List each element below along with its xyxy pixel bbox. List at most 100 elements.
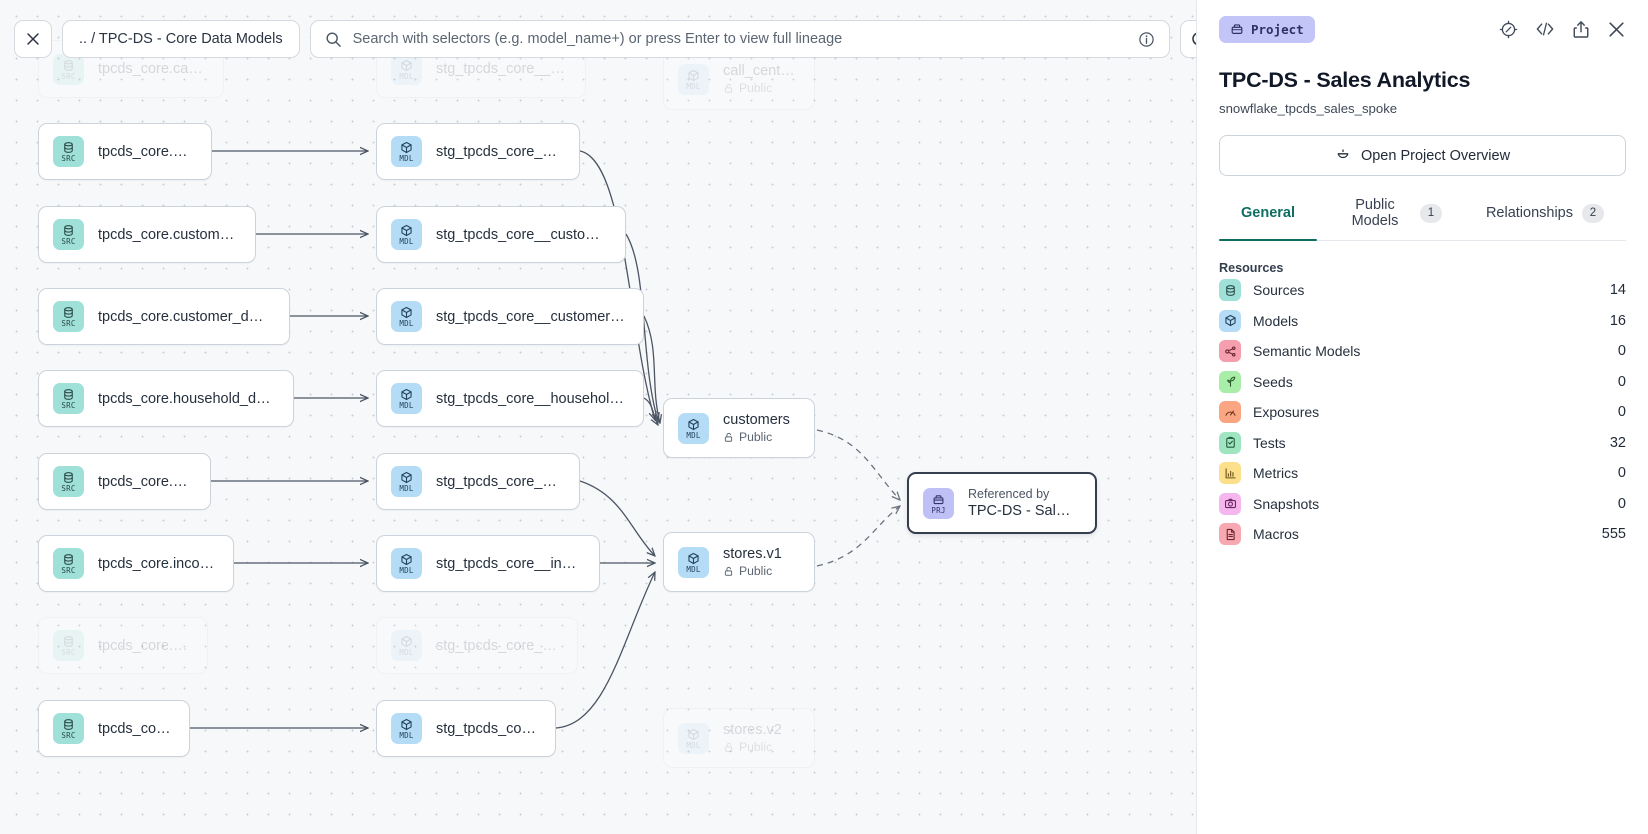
barchart-icon	[1219, 462, 1241, 485]
code-icon[interactable]	[1535, 20, 1555, 38]
node-title: tpcds_core.inventory	[98, 637, 189, 654]
refresh-icon	[1190, 30, 1196, 48]
node-text: stg_tpcds_core__call_center	[436, 61, 567, 77]
node-type-badge-mdl: MDL	[678, 412, 709, 444]
node-title: customers	[723, 412, 790, 428]
node-title: tpcds_core.date_dim	[98, 473, 192, 490]
node-type-badge-mdl: MDL	[391, 136, 422, 167]
resource-name: Macros	[1253, 526, 1299, 543]
search-input[interactable]	[352, 31, 1127, 47]
resource-count: 14	[1609, 282, 1626, 299]
gauge-icon	[1219, 401, 1241, 424]
node-type-code: MDL	[399, 731, 414, 740]
node-text: tpcds_core.inventory	[98, 638, 189, 654]
share-icon[interactable]	[1572, 20, 1590, 39]
lineage-node-src-date-dim[interactable]: SRC tpcds_core.date_dim	[38, 453, 211, 510]
lineage-node-src-store[interactable]: SRC tpcds_core.store	[38, 700, 190, 757]
info-icon[interactable]	[1138, 31, 1155, 48]
node-text: stg_tpcds_core__inventory	[436, 638, 559, 654]
refresh-button[interactable]	[1179, 20, 1196, 58]
node-type-code: MDL	[399, 566, 414, 575]
panel-header-actions	[1499, 20, 1626, 39]
lineage-node-mdl-customer-demo[interactable]: MDL stg_tpcds_core__customer_demogra…	[376, 288, 644, 345]
node-visibility-label: Public	[739, 81, 773, 95]
node-title: TPC-DS - Sales Analytics	[968, 503, 1077, 519]
node-text: stg_tpcds_core__household_demogr…	[436, 391, 625, 407]
clipboard-icon	[1219, 431, 1241, 454]
lineage-canvas[interactable]: .. / TPC-DS - Core Data Models SRCtpcds_…	[0, 0, 1196, 834]
node-type-badge-prj: PRJ	[923, 487, 954, 519]
search-bar[interactable]	[309, 20, 1170, 58]
database-icon	[62, 59, 75, 72]
resource-count: 0	[1617, 495, 1626, 512]
node-title: stg_tpcds_core__customer_address	[436, 226, 607, 243]
node-type-code: SRC	[61, 154, 76, 163]
node-type-badge-mdl: MDL	[391, 466, 422, 497]
node-kicker: Referenced by	[968, 487, 1050, 501]
node-text: tpcds_core.store	[98, 721, 171, 737]
node-title: stg_tpcds_core__customer_demogra…	[436, 308, 625, 325]
node-title: stg_tpcds_core__date_dim	[436, 473, 561, 490]
tab-count: 1	[1419, 203, 1442, 223]
camera-icon	[1219, 492, 1241, 515]
node-type-badge-src: SRC	[53, 383, 84, 414]
node-type-code: SRC	[61, 401, 76, 410]
close-panel-icon[interactable]	[1607, 20, 1626, 39]
project-chip[interactable]: Project	[1219, 15, 1315, 43]
resource-count: 16	[1609, 312, 1626, 329]
open-project-overview-button[interactable]: Open Project Overview	[1219, 135, 1626, 176]
cube-icon	[400, 718, 413, 731]
database-icon	[1219, 279, 1241, 302]
cube-icon	[687, 69, 700, 82]
lineage-node-mdl-household-demo[interactable]: MDLstg_tpcds_core__household_demogr…	[376, 370, 644, 427]
resource-name: Exposures	[1253, 404, 1320, 421]
explore-icon[interactable]	[1499, 20, 1518, 39]
node-type-code: SRC	[61, 731, 76, 740]
cube-icon	[400, 471, 413, 484]
node-text: tpcds_core.household_demographics	[98, 391, 275, 407]
lineage-node-prj-referenced-by[interactable]: PRJ Referenced by TPC-DS - Sales Analytics	[907, 472, 1097, 534]
node-type-badge-mdl: MDL	[391, 53, 422, 85]
node-text: Referenced by TPC-DS - Sales Analytics	[968, 487, 1077, 519]
node-title: stg_tpcds_core__income_band	[436, 555, 581, 572]
node-type-badge-mdl: MDL	[391, 301, 422, 332]
node-text: stg_tpcds_core__income_band	[436, 556, 581, 572]
tab-general[interactable]: General	[1219, 197, 1317, 241]
breadcrumb[interactable]: .. / TPC-DS - Core Data Models	[62, 20, 300, 58]
close-lineage-button[interactable]	[14, 20, 52, 58]
lock-icon	[723, 83, 734, 94]
lineage-node-mdl-income-band[interactable]: MDL stg_tpcds_core__income_band	[376, 535, 600, 592]
lineage-node-src-household-demo[interactable]: SRC tpcds_core.household_demographics	[38, 370, 294, 427]
node-type-badge-mdl: MDL	[678, 722, 709, 754]
lineage-node-mdl-date-dim[interactable]: MDL stg_tpcds_core__date_dim	[376, 453, 580, 510]
node-type-badge-src: SRC	[53, 466, 84, 497]
node-visibility-label: Public	[739, 564, 773, 578]
cube-icon	[400, 635, 413, 648]
node-type-code: SRC	[61, 71, 76, 81]
